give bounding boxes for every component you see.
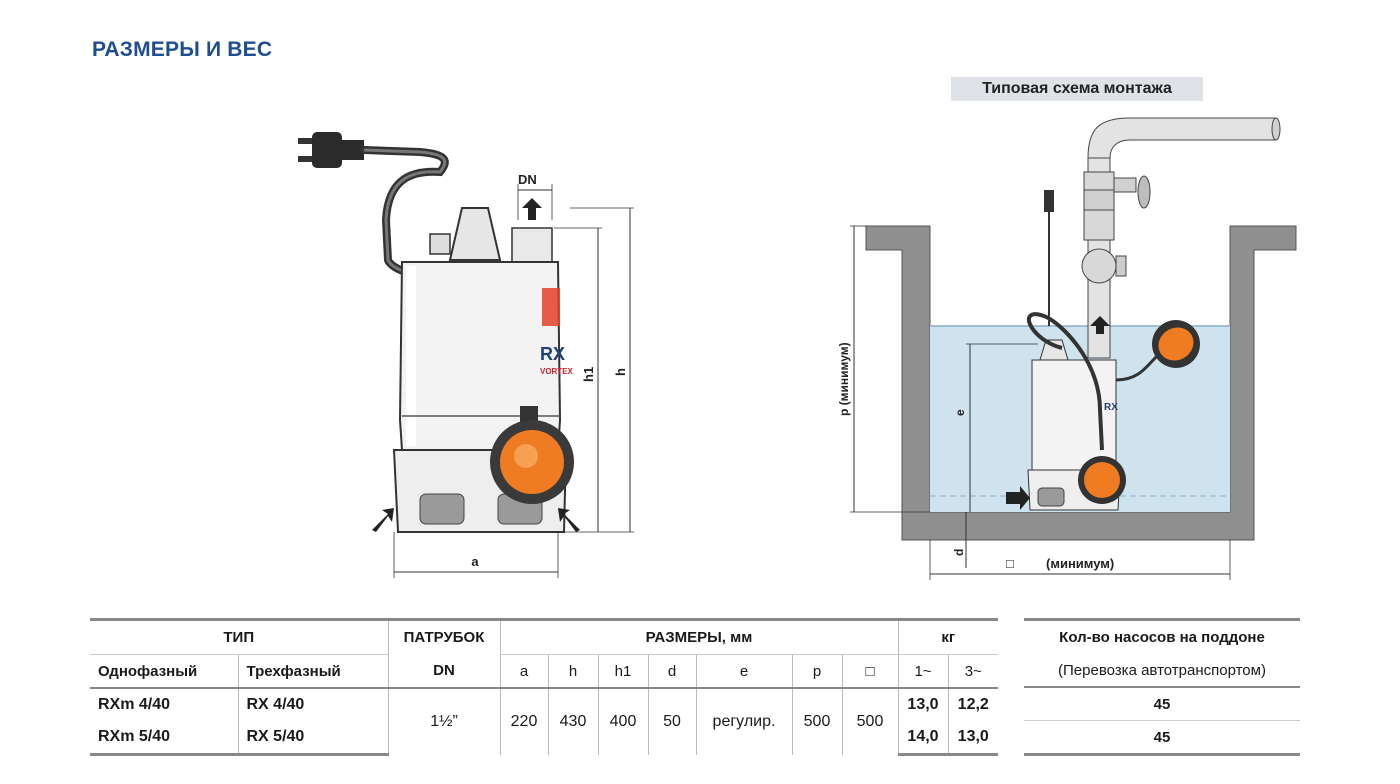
- dim-a: a: [471, 554, 479, 569]
- dim-width-label: (минимум): [1046, 556, 1114, 571]
- header-outlet: ПАТРУБОК: [387, 618, 500, 655]
- header-p: p: [791, 654, 842, 688]
- cell-kg1: 13,0: [897, 687, 948, 721]
- header-square: □: [841, 654, 898, 688]
- power-plug-icon: [1044, 190, 1054, 212]
- float-switch-raised-icon: [1152, 320, 1200, 368]
- cell-dn: 1½”: [387, 687, 500, 755]
- cell-h1: 400: [597, 687, 648, 755]
- row-three-phase: RX 5/40: [237, 721, 388, 756]
- row-three-phase: RX 4/40: [237, 687, 388, 721]
- dim-d: d: [952, 549, 966, 556]
- float-switch-icon: [490, 406, 574, 504]
- cell-square: 500: [841, 687, 898, 755]
- header-single-phase: Однофазный: [90, 654, 238, 688]
- page-title: РАЗМЕРЫ И ВЕС: [92, 38, 273, 61]
- brand-text: RX: [540, 344, 565, 364]
- pump-drawing: RX VORTEX DN h1 h a: [298, 132, 634, 578]
- dim-h: h: [613, 368, 628, 376]
- cell-kg3: 12,2: [947, 687, 998, 721]
- cell-a: 220: [499, 687, 548, 755]
- dim-h1: h1: [581, 367, 596, 382]
- pallet-row: 45: [1024, 720, 1300, 756]
- dim-p: p (минимум): [837, 342, 851, 416]
- header-kg1: 1~: [897, 654, 948, 688]
- power-plug-icon: [298, 132, 364, 168]
- header-a: a: [499, 654, 548, 688]
- brand-logo-icon: [542, 288, 560, 326]
- row-single-phase: RXm 5/40: [90, 721, 238, 756]
- installation-drawing: RX p (минимум) e d □ (минимум): [837, 117, 1297, 580]
- float-switch-lowered-icon: [1078, 456, 1126, 504]
- header-h1: h1: [597, 654, 648, 688]
- inlet-arrow-left-icon: [372, 508, 394, 532]
- cell-kg1: 14,0: [897, 721, 948, 756]
- pallet-header: Кол-во насосов на поддоне: [1024, 618, 1300, 654]
- cell-e: регулир.: [695, 687, 792, 755]
- header-sizes: РАЗМЕРЫ, мм: [499, 618, 898, 655]
- header-three-phase: Трехфазный: [237, 654, 388, 688]
- outlet-arrow-icon: [1090, 316, 1110, 334]
- table-row: RXm 4/40 RX 4/40 1½” 220 430 400 50 регу…: [90, 687, 998, 755]
- pallet-subheader: (Перевозка автотранспортом): [1058, 661, 1266, 679]
- outlet-arrow-icon: [522, 198, 542, 220]
- header-e: e: [695, 654, 792, 688]
- header-h: h: [547, 654, 598, 688]
- specification-table: ТИП ПАТРУБОК РАЗМЕРЫ, мм кг Однофазный Т…: [90, 618, 998, 756]
- cell-d: 50: [647, 687, 696, 755]
- valve-icon: [1113, 175, 1151, 209]
- vortex-text: VORTEX: [540, 367, 574, 376]
- dim-dn: DN: [518, 172, 537, 187]
- cell-p: 500: [791, 687, 842, 755]
- dim-e: e: [953, 409, 967, 416]
- pallet-row: 45: [1024, 686, 1300, 721]
- table-row: RXm 5/40 RX 5/40 14,0 13,0: [90, 721, 998, 756]
- cell-kg3: 13,0: [947, 721, 998, 756]
- header-kg3: 3~: [947, 654, 998, 688]
- inlet-arrow-right-icon: [558, 508, 580, 532]
- header-kg: кг: [897, 618, 998, 655]
- header-type: ТИП: [90, 618, 388, 655]
- dim-width-symbol: □: [1006, 556, 1014, 571]
- svg-text:RX: RX: [1104, 402, 1118, 413]
- row-single-phase: RXm 4/40: [90, 687, 238, 721]
- cell-h: 430: [547, 687, 598, 755]
- inlet-arrow-icon: [1006, 486, 1030, 510]
- pallet-table: Кол-во насосов на поддоне (Перевозка авт…: [1024, 618, 1300, 756]
- header-d: d: [647, 654, 696, 688]
- header-dn: DN: [387, 654, 500, 688]
- installation-label: Типовая схема монтажа: [951, 77, 1203, 101]
